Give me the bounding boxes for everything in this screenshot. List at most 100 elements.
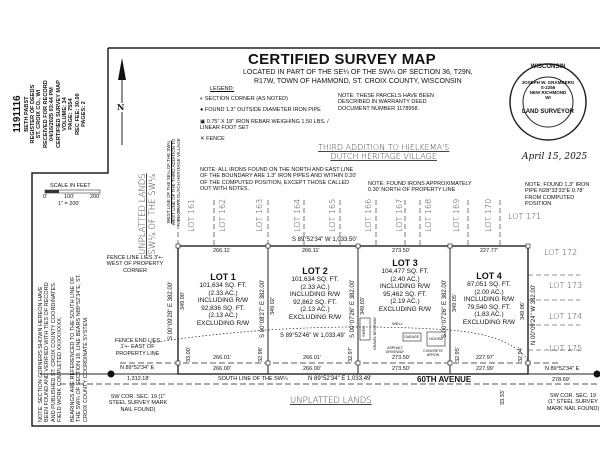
dimension: 32.94' <box>518 347 524 362</box>
note-pipe: NOTE: FOUND 1.3" IRON PIPE N28°33'33"E 0… <box>525 182 590 207</box>
scale-tick: 200' <box>90 194 101 200</box>
lot-note: EXCLUDING R/W <box>378 305 432 313</box>
lot-acres: (2.13 AC.) <box>208 312 238 320</box>
lot-note: EXCLUDING R/W <box>288 313 342 321</box>
lot-name: LOT 4 <box>476 271 502 281</box>
lot-area: 101,634 SQ. FT. <box>199 282 247 290</box>
lot-area: 101,634 SQ. FT. <box>291 276 339 284</box>
road-name: 60TH AVENUE <box>417 375 472 384</box>
plat-lot-label: LOT 161 <box>187 198 196 232</box>
rebar-set-icon: ▣ <box>200 118 206 125</box>
signature-date: April 15, 2025 <box>522 152 588 162</box>
line-label: WEST LINE OF THE THIRD ADDITION TO HIELK… <box>171 138 182 226</box>
lot-acres: (2.33 AC.) <box>300 283 330 291</box>
surveyor-seal <box>509 63 587 141</box>
seal-bottom: LAND SURVEYOR <box>522 108 574 115</box>
lot-acres: (2.00 AC.) <box>474 288 504 296</box>
plat-lot-label: LOT 167 <box>395 198 404 232</box>
gravel-driveway-label: GRAVEL DRIVEWAY <box>373 316 377 350</box>
bearing: S 00°07'26" E 382.00' <box>350 279 356 338</box>
seal-state: WI <box>545 95 551 101</box>
lot-name: LOT 1 <box>210 272 236 282</box>
north-arrow-label: N <box>117 102 125 113</box>
lot-area: 92,862 SQ. FT. <box>293 298 337 306</box>
east-tie-bearing: N 89°52'34" E <box>545 366 580 372</box>
scale-bar-graphic <box>44 189 101 194</box>
lot-4: LOT 4 87,051 SQ. FT.(2.00 AC.)INCLUDING … <box>452 271 526 326</box>
dimension: 266.00' <box>303 366 321 372</box>
plat-lot-label: LOT 163 <box>255 198 264 232</box>
east-lot-label: LOT 174 <box>549 312 583 321</box>
lot-note: INCLUDING R/W <box>379 283 431 291</box>
lot-note: INCLUDING R/W <box>463 296 515 304</box>
lot-acres: (2.13 AC.) <box>300 306 330 314</box>
dimension: 266.01' <box>213 355 231 361</box>
dimension: 266.01' <box>303 355 321 361</box>
legend-label: FOUND 1.3" OUTSIDE DIAMETER IRON PIPE <box>204 107 321 114</box>
area-label: SW¼ OF THE SW¼ <box>147 173 158 255</box>
dimension: 227.99' <box>476 366 494 372</box>
plat-lot-label: LOT 170 <box>484 198 493 232</box>
dimension: 32.95' <box>455 347 461 362</box>
north-line-bearing: S 89°52'34" W 1,033.50' <box>292 237 357 243</box>
well-label: WELL <box>392 321 403 326</box>
scale-title: SCALE IN FEET <box>50 183 91 189</box>
note-fence-west: FENCE LINE LIES 3'+- WEST OF PROPERTY CO… <box>106 255 164 274</box>
seal-name: JOSEPH W. GRAMBERG <box>521 79 575 85</box>
apron-label: CONCRETE APRON <box>423 349 443 358</box>
stamp-line: 04/16/2025 03:44 PM <box>49 87 56 141</box>
found-pipe-icon: ● <box>200 107 204 114</box>
dimension: 349.03' <box>360 297 366 315</box>
fence-icon: ✕ <box>200 136 205 143</box>
note-sw-corner-west: SW COR. SEC. 19 (1" STEEL SURVEY MARK NA… <box>108 394 168 413</box>
dimension: 33.33' <box>500 390 506 405</box>
house-label: HOUSE <box>429 336 444 341</box>
map-subtitle: R17W, TOWN OF HAMMOND, ST. CROIX COUNTY,… <box>254 78 462 85</box>
map-title: CERTIFIED SURVEY MAP <box>248 51 436 68</box>
plat-lot-label: LOT 165 <box>328 198 337 232</box>
lot-name: LOT 2 <box>302 266 328 276</box>
stamp-line: PAGES: 2 <box>81 101 88 127</box>
lot-area: 79,540 SQ. FT. <box>467 303 511 311</box>
shed-label: SHED <box>361 325 366 337</box>
bearing: S 00°07'26" E 382.00' <box>442 279 448 338</box>
dimension: 273.50' <box>392 248 410 254</box>
document-number: 1191116 <box>12 95 23 133</box>
legend-label: 0.75" X 18" IRON REBAR WEIGHING 1.50 LBS… <box>200 118 329 131</box>
lot-note: INCLUDING R/W <box>197 297 249 305</box>
legend-label: SECTION CORNER (AS NOTED) <box>204 96 288 102</box>
lot-area: 92,836 SQ. FT. <box>201 304 245 312</box>
unplatted-south: UNPLATTED LANDS <box>290 396 372 406</box>
plat-name-line: THIRD ADDITION TO HIELKEMA'S <box>318 143 450 152</box>
scale-tick: 100' <box>64 194 75 200</box>
dimension: 33.00' <box>186 347 192 362</box>
plat-name-line: DUTCH HERITAGE VILLAGE <box>330 152 437 162</box>
dimension: 266.11' <box>302 248 320 254</box>
east-lot-label: LOT 172 <box>544 248 578 257</box>
plat-lot-label: LOT 169 <box>452 198 461 232</box>
plat-lot-label: LOT 162 <box>218 198 227 232</box>
seal-number: S-2256 <box>540 85 556 91</box>
east-lot-label: LOT 175 <box>549 344 583 353</box>
dimension: 266.11' <box>213 248 231 254</box>
west-tie-distance: 1,312.18' <box>127 376 150 382</box>
south-line-bearing: N 89°52'34" E 1,033.49' <box>308 376 372 382</box>
note-deed: NOTE: THESE PARCELS HAVE BEEN DESCRIBED … <box>338 93 434 112</box>
bearing-east: N 00°09'24" W 382.00' <box>531 284 537 345</box>
note-sw-corner-east: SW COR. SEC. 19 (1" STEEL SURVEY MARK NA… <box>546 393 600 412</box>
south-line-label: SOUTH LINE OF THE SW¼ <box>218 376 288 382</box>
bearing-west: S 00°09'28" E 382.00' <box>168 281 174 340</box>
row-line-bearing: S 89°52'46" W 1,033.49' <box>280 333 345 339</box>
shed-outline <box>359 317 371 341</box>
lot-lines <box>267 246 451 374</box>
lot-note: EXCLUDING R/W <box>462 318 516 326</box>
dimension: 273.50' <box>392 366 410 372</box>
dimension: 266.00' <box>213 366 231 372</box>
plat-lot-label: LOT 164 <box>293 198 302 232</box>
section-corner-icon-west <box>107 370 115 378</box>
scale-tick: 0' <box>43 194 48 200</box>
legend-heading: LEGEND: <box>210 86 235 92</box>
